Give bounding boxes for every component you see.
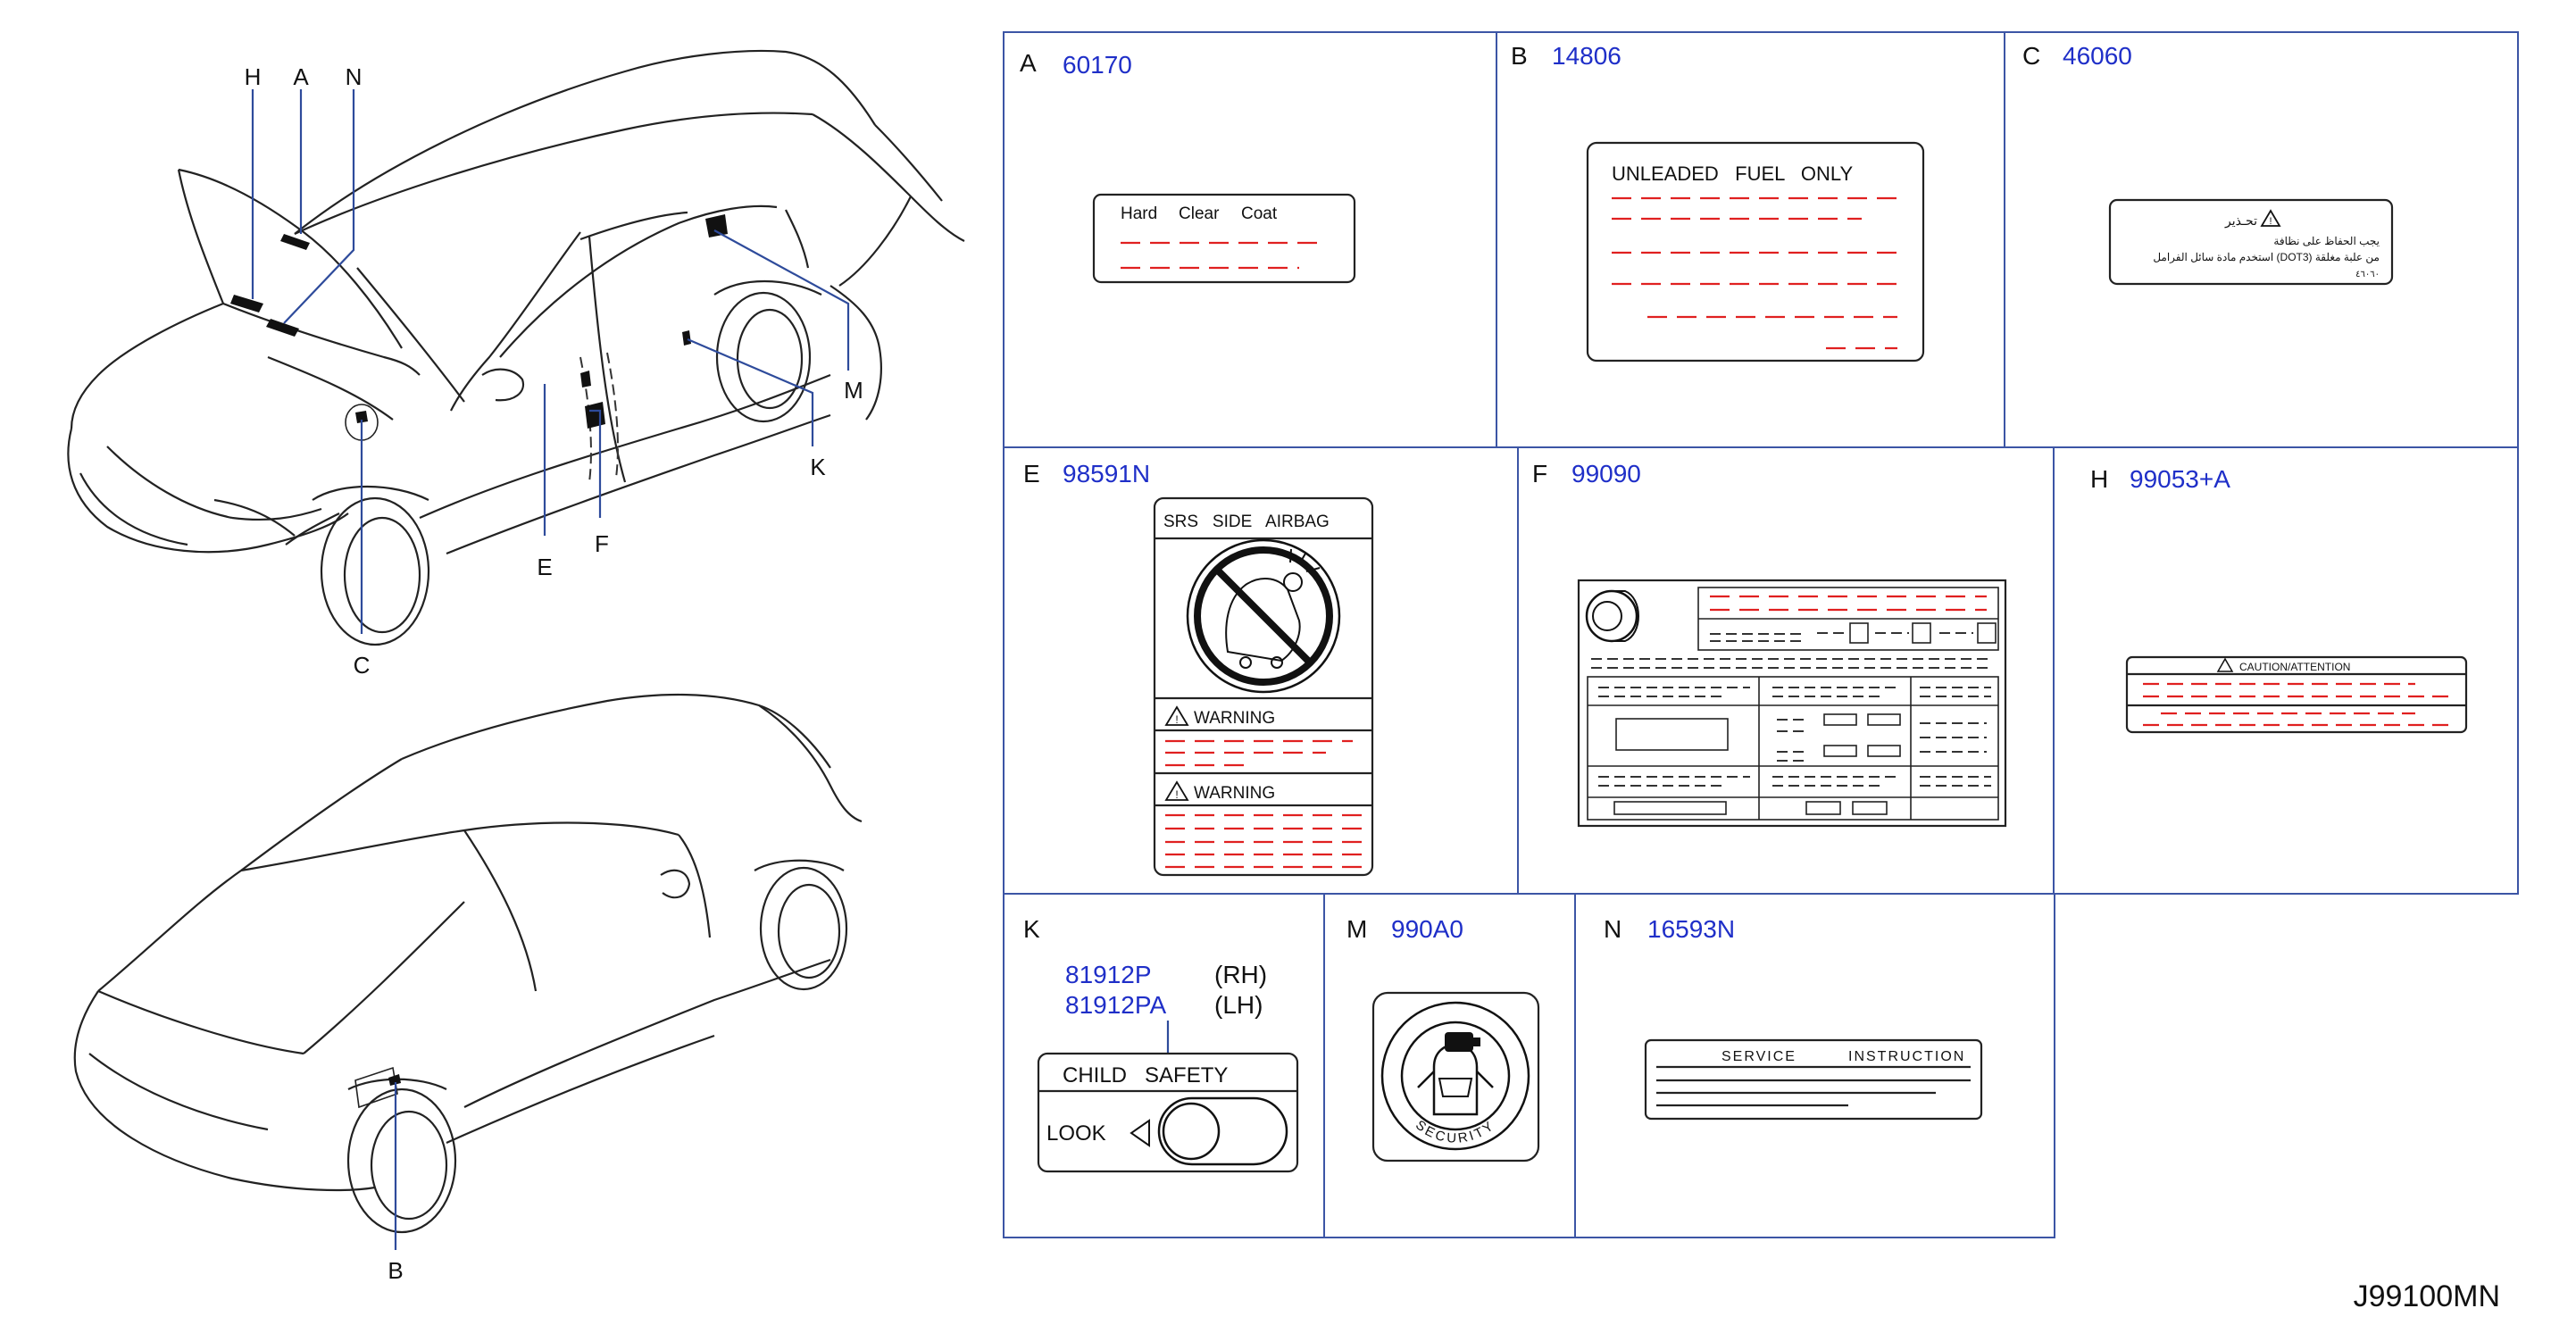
svg-text:!: ! [2269, 216, 2272, 227]
cell-k-letter: K [1023, 915, 1040, 943]
cell-h-code: 99053+A [2130, 465, 2230, 493]
lock-switch-icon [1130, 1096, 1288, 1166]
cell-c: C 46060 ! تحـذير يجب الحفاظ على نظافة اس… [2022, 42, 2394, 286]
callout-b: B [388, 1257, 403, 1284]
cell-h-warning-icon [2216, 657, 2234, 672]
cell-n-title-2: INSTRUCTION [1848, 1049, 1965, 1064]
cell-b: B 14806 UNLEADED FUEL ONLY [1511, 42, 1925, 362]
cell-k-code-rh: 81912P [1065, 961, 1152, 988]
callout-e: E [537, 554, 552, 580]
cell-e-warning-icon-1: ! [1164, 705, 1189, 726]
cell-k-code-lh: 81912PA [1065, 991, 1166, 1019]
cell-e-warning-1: WARNING [1194, 709, 1275, 728]
cell-c-line-4: ٤٦٠٦٠ [2355, 270, 2380, 279]
cell-e-warning-2: WARNING [1194, 784, 1275, 803]
cell-k-look: LOOK [1046, 1121, 1106, 1146]
callout-n: N [346, 63, 363, 90]
leader-lines-top [251, 89, 850, 634]
cell-h-letter: H [2090, 465, 2108, 493]
cell-n: N 16593N SERVICE INSTRUCTION [1604, 915, 1983, 1121]
cell-k-side-lh: (LH) [1214, 991, 1263, 1019]
cell-m: M 990A0 SECURITY [1346, 915, 1540, 1162]
callout-c: C [354, 652, 371, 679]
cell-n-title-1: SERVICE [1722, 1049, 1797, 1064]
callout-f: F [595, 530, 609, 557]
svg-text:!: ! [1175, 713, 1178, 726]
cell-h-title: CAUTION/ATTENTION [2239, 661, 2350, 673]
cell-m-letter: M [1346, 915, 1367, 943]
cell-c-letter: C [2022, 42, 2040, 70]
cell-b-title: UNLEADED FUEL ONLY [1612, 162, 1854, 185]
car-front-view [67, 49, 965, 646]
car-rear-view [73, 693, 863, 1234]
cell-e-header: SRS SIDE AIRBAG [1163, 512, 1330, 531]
cell-f-letter: F [1532, 460, 1547, 488]
svg-text:!: ! [1175, 788, 1178, 801]
cell-e-warning-icon-2: ! [1164, 780, 1189, 801]
cell-n-code: 16593N [1647, 915, 1735, 943]
cell-n-letter: N [1604, 915, 1621, 943]
cell-k-side-rh: (RH) [1214, 961, 1267, 988]
cell-c-line-3: استخدم مادة سائل الفرامل (DOT3) من علبة … [2153, 251, 2380, 263]
tire-icon [1585, 589, 1639, 643]
cell-b-code: 14806 [1552, 42, 1621, 70]
cell-a-letter: A [1020, 49, 1037, 77]
cell-k: K 81912P (RH) 81912PA (LH) CHILD SAFETY … [1023, 915, 1299, 1173]
cell-f-code: 99090 [1571, 460, 1641, 488]
cell-f: F 99090 [1532, 460, 2007, 828]
cell-a-word-2: Clear [1179, 204, 1220, 223]
cell-e-letter: E [1023, 460, 1040, 488]
cell-c-code: 46060 [2063, 42, 2132, 70]
callout-m: M [844, 377, 863, 404]
cell-c-line-2: يجب الحفاظ على نظافة [2273, 235, 2380, 247]
no-child-seat-icon [1186, 538, 1341, 694]
callout-h: H [245, 63, 262, 90]
cell-k-title: CHILD SAFETY [1063, 1063, 1228, 1088]
cell-e-code: 98591N [1063, 460, 1150, 488]
cell-c-warning-icon: ! [2260, 209, 2281, 227]
cell-c-line-1: تحـذير [2224, 213, 2257, 229]
callout-k: K [810, 454, 826, 480]
cell-a-word-1: Hard [1121, 204, 1157, 223]
cell-b-letter: B [1511, 42, 1528, 70]
security-emblem-icon [1380, 1001, 1530, 1151]
callout-a: A [293, 63, 309, 90]
cell-a-code: 60170 [1063, 51, 1132, 79]
cell-a-word-3: Coat [1241, 204, 1278, 223]
diagram-code: J99100MN [2354, 1279, 2500, 1313]
cell-a: A 60170 Hard Clear Coat [1020, 49, 1356, 284]
cell-h: H 99053+A CAUTION/ATTENTION [2090, 465, 2468, 734]
cell-e: E 98591N SRS SIDE AIRBAG ! WARNING [1023, 460, 1374, 877]
parts-table [1003, 31, 2519, 1238]
cell-m-code: 990A0 [1391, 915, 1463, 943]
